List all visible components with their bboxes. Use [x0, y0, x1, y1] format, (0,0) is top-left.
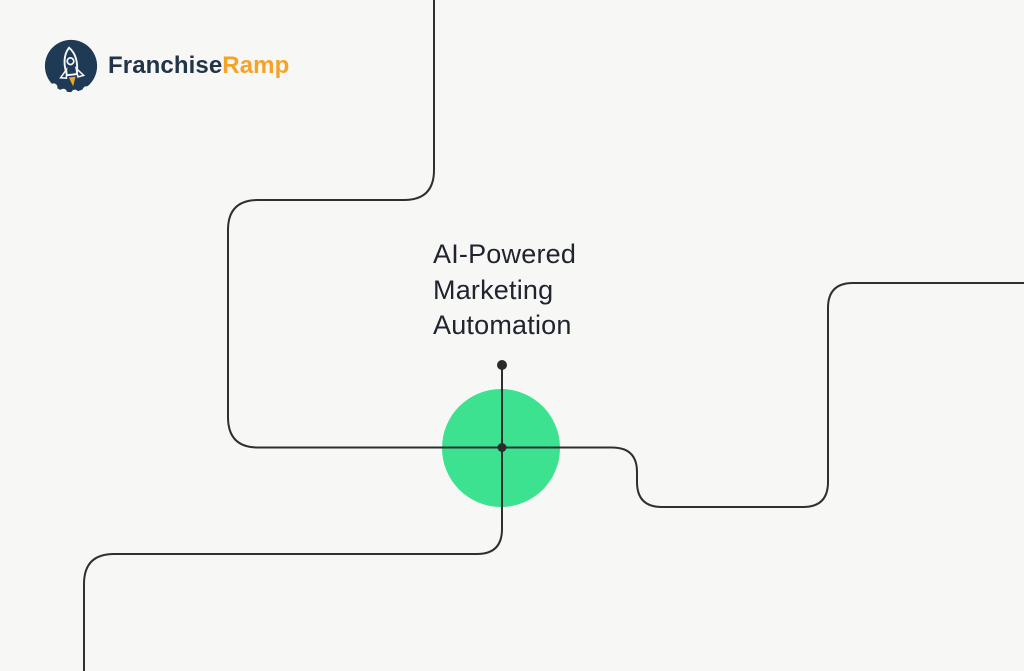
- logo-blob-notch: [59, 88, 68, 96]
- headline-line-2: Marketing: [433, 274, 554, 305]
- brand-name-first: Franchise: [108, 52, 223, 79]
- headline-line-3: Automation: [433, 310, 572, 340]
- flow-line-main: [227, 0, 1024, 508]
- brand-logo: FranchiseRamp: [42, 36, 289, 96]
- node-dot-top: [497, 360, 507, 370]
- headline-line-1: AI-Powered: [433, 239, 577, 269]
- node-dot-center: [497, 443, 507, 452]
- rocket-flame: [68, 76, 76, 87]
- logo-blob-notch: [49, 83, 58, 92]
- brand-wordmark: FranchiseRamp: [108, 52, 289, 80]
- logo-blob: [44, 39, 98, 93]
- brand-name-second: Ramp: [222, 52, 290, 79]
- flow-line-bottom: [83, 365, 503, 671]
- rocket-logo-icon: [44, 39, 98, 96]
- logo-blob-notch: [71, 89, 79, 96]
- rocket-window: [66, 57, 75, 66]
- headline: AI-Powered Marketing Automation: [433, 237, 576, 344]
- rocket-glyph: [59, 46, 86, 87]
- rocket-body: [63, 46, 79, 77]
- logo-blob-notch: [82, 86, 91, 95]
